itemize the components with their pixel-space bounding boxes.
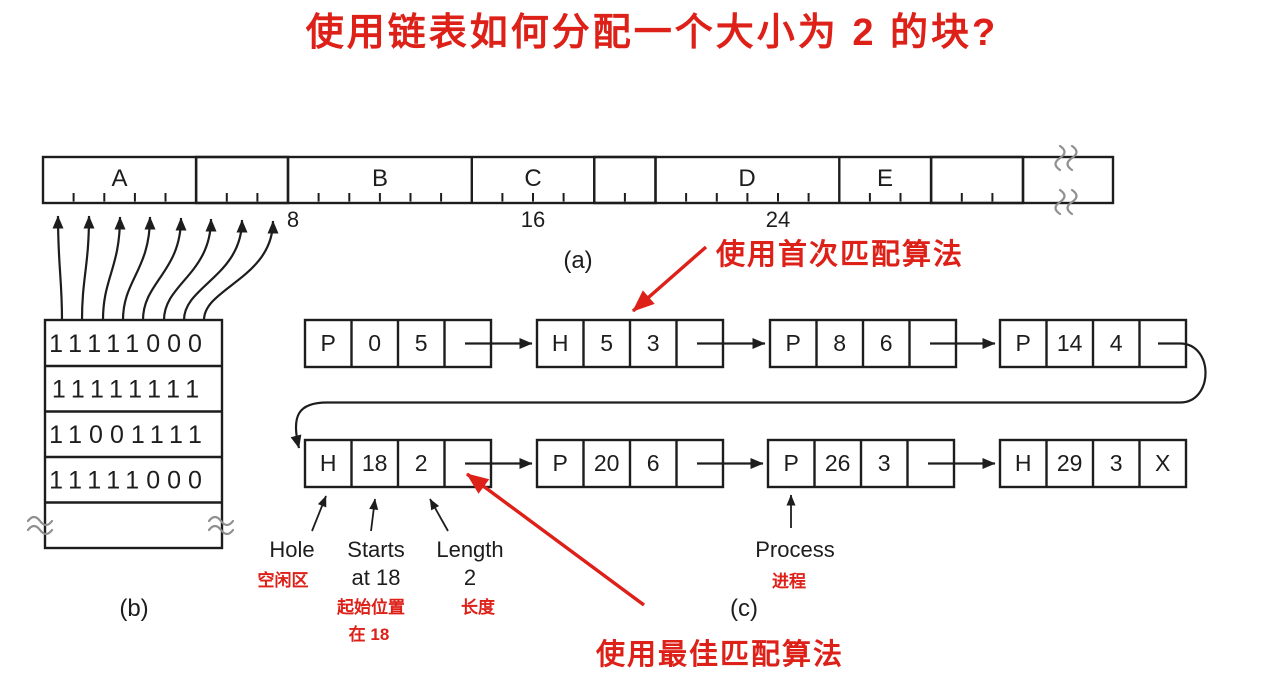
bitmap-break-squiggles bbox=[26, 515, 235, 536]
list-node-p-8-6: P 8 6 bbox=[768, 318, 958, 369]
node-start: 20 bbox=[594, 450, 620, 476]
tick-label-24: 24 bbox=[766, 207, 790, 232]
bitmap-box bbox=[43, 318, 224, 550]
node-type: P bbox=[1016, 330, 1031, 356]
list-node-h-5-3: H 5 3 bbox=[535, 318, 725, 369]
list-node-p-14-4: P 14 4 bbox=[998, 318, 1188, 369]
bitmap-to-bar-arrows bbox=[52, 215, 279, 321]
memory-bar bbox=[41, 155, 1115, 205]
tick-label-8: 8 bbox=[287, 207, 299, 232]
node-start: 29 bbox=[1057, 450, 1083, 476]
node-length: 6 bbox=[880, 330, 893, 356]
best-fit-label: 使用最佳匹配算法 bbox=[595, 637, 844, 671]
legend-starts-en-2: at 18 bbox=[352, 565, 401, 590]
section-label-c: (c) bbox=[730, 595, 758, 622]
section-label-a: (a) bbox=[563, 247, 592, 274]
legend-length-en-2: 2 bbox=[464, 565, 476, 590]
node-start: 8 bbox=[833, 330, 846, 356]
node-type: H bbox=[552, 330, 569, 356]
node-length: 6 bbox=[647, 450, 660, 476]
node-type: P bbox=[321, 330, 336, 356]
list-legend: Hole 空闲区 Starts at 18 起始位置 在 18 Length 2… bbox=[258, 494, 835, 644]
list-node-p-26-3: P 26 3 bbox=[766, 438, 956, 489]
legend-pointer-arrows bbox=[311, 494, 796, 532]
legend-hole-zh: 空闲区 bbox=[258, 570, 309, 590]
red-annotations: 使用首次匹配算法 使用最佳匹配算法 bbox=[465, 237, 964, 671]
bitmap-row-3: 11001111 bbox=[49, 421, 209, 449]
bitmap: 11111000 11111111 11001111 11111000 (b) bbox=[26, 318, 235, 622]
segment-dividers bbox=[194, 157, 1025, 203]
bar-break-squiggles bbox=[1054, 144, 1078, 216]
node-type: H bbox=[320, 450, 337, 476]
legend-starts-zh-2: 在 18 bbox=[349, 624, 390, 644]
list-node-h-18-2: H 18 2 bbox=[303, 438, 493, 489]
linked-list-row-1: P 0 5 H 5 3 P 8 6 P 14 4 bbox=[290, 318, 1207, 449]
tick-label-16: 16 bbox=[521, 207, 545, 232]
list-node-h-29-3-x: H 29 3 X bbox=[998, 438, 1188, 489]
node-start: 14 bbox=[1057, 330, 1083, 356]
node-start: 0 bbox=[368, 330, 381, 356]
bitmap-row-1: 11111000 bbox=[49, 330, 209, 358]
first-fit-label: 使用首次匹配算法 bbox=[715, 237, 964, 271]
node-type: P bbox=[553, 450, 568, 476]
list-node-p-0-5: P 0 5 bbox=[303, 318, 493, 369]
node-length: 2 bbox=[415, 450, 428, 476]
node-start: 18 bbox=[362, 450, 388, 476]
node-length: 3 bbox=[647, 330, 660, 356]
node-type: P bbox=[784, 450, 799, 476]
section-label-b: (b) bbox=[119, 595, 148, 622]
node-start: 5 bbox=[600, 330, 613, 356]
legend-starts-zh-1: 起始位置 bbox=[336, 597, 405, 617]
node-start: 26 bbox=[825, 450, 851, 476]
node-end-marker: X bbox=[1155, 450, 1170, 476]
bitmap-row-4: 11111000 bbox=[49, 467, 209, 495]
segment-label-e: E bbox=[877, 165, 893, 192]
legend-hole-en: Hole bbox=[269, 537, 314, 562]
segment-label-a: A bbox=[111, 165, 127, 192]
node-length: 4 bbox=[1110, 330, 1123, 356]
best-fit-arrow bbox=[465, 472, 646, 607]
segment-label-d: D bbox=[738, 165, 755, 192]
node-type: H bbox=[1015, 450, 1032, 476]
first-fit-arrow bbox=[631, 245, 708, 313]
legend-length-zh: 长度 bbox=[461, 597, 496, 617]
node-length: 5 bbox=[415, 330, 428, 356]
legend-length-en-1: Length bbox=[436, 537, 503, 562]
node-length: 3 bbox=[1110, 450, 1123, 476]
legend-starts-en-1: Starts bbox=[347, 537, 404, 562]
list-node-p-20-6: P 20 6 bbox=[535, 438, 725, 489]
unit-ticks bbox=[72, 193, 994, 202]
legend-process-en: Process bbox=[755, 537, 834, 562]
linked-list-row-2: H 18 2 P 20 6 P 26 3 H 29 3 bbox=[303, 438, 1188, 489]
segment-label-c: C bbox=[524, 165, 541, 192]
list-wrap-arrow bbox=[290, 342, 1207, 449]
segment-label-b: B bbox=[372, 165, 388, 192]
legend-process-zh: 进程 bbox=[772, 572, 806, 591]
node-type: P bbox=[786, 330, 801, 356]
node-length: 3 bbox=[878, 450, 891, 476]
memory-map: A B C D E 8 16 24 (a) bbox=[41, 144, 1115, 274]
bitmap-row-dividers bbox=[45, 364, 222, 504]
page-title: 使用链表如何分配一个大小为 2 的块? bbox=[306, 12, 998, 54]
bitmap-row-2: 11111111 bbox=[52, 376, 206, 404]
